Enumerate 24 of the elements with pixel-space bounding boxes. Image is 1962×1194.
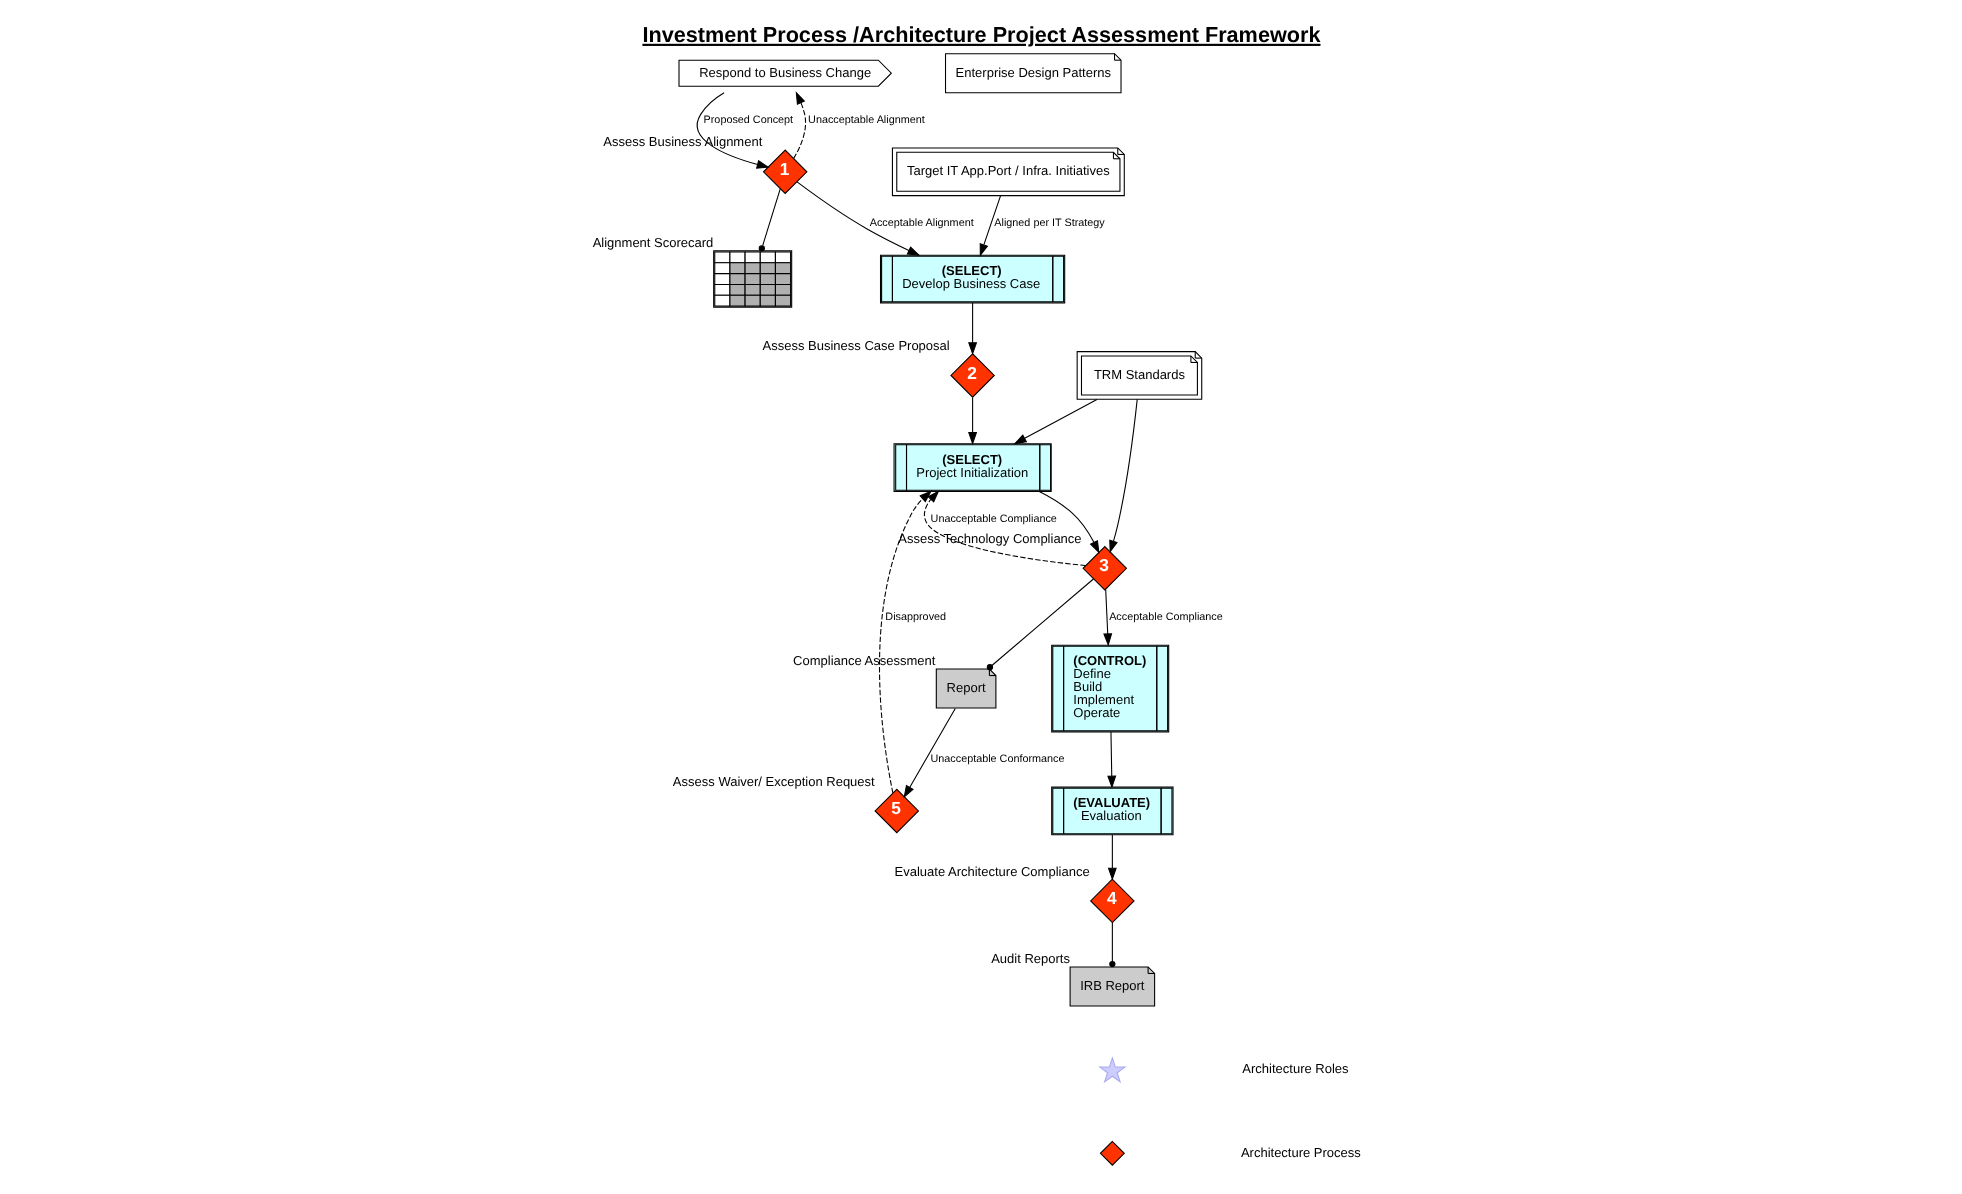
arrow: [796, 181, 921, 256]
node-diamond: 4: [1089, 878, 1135, 924]
diagram-title: Investment Process /Architecture Project Assessment Framework: [642, 23, 1321, 48]
arrow: [696, 92, 770, 169]
arrow: [1107, 834, 1117, 881]
node-diamond: 2: [950, 353, 996, 398]
arrow: [1107, 731, 1117, 789]
node-diamond: 5: [874, 788, 920, 834]
node-diamond: 1: [762, 149, 808, 195]
arrow: [1038, 490, 1100, 554]
arrow: [1109, 398, 1138, 554]
arrow: [1013, 398, 1098, 445]
arrow: [903, 707, 956, 799]
connector: [986, 578, 1094, 671]
arrow: [968, 302, 978, 356]
arrow: [968, 396, 978, 446]
node-diamond: 3: [1082, 545, 1128, 591]
arrow: [979, 195, 1002, 257]
arrow: [793, 91, 807, 159]
arrow: [1103, 588, 1113, 647]
connector: [1109, 922, 1116, 968]
connector: [758, 188, 781, 252]
arrow: [923, 490, 1087, 567]
arrow: [878, 490, 933, 794]
